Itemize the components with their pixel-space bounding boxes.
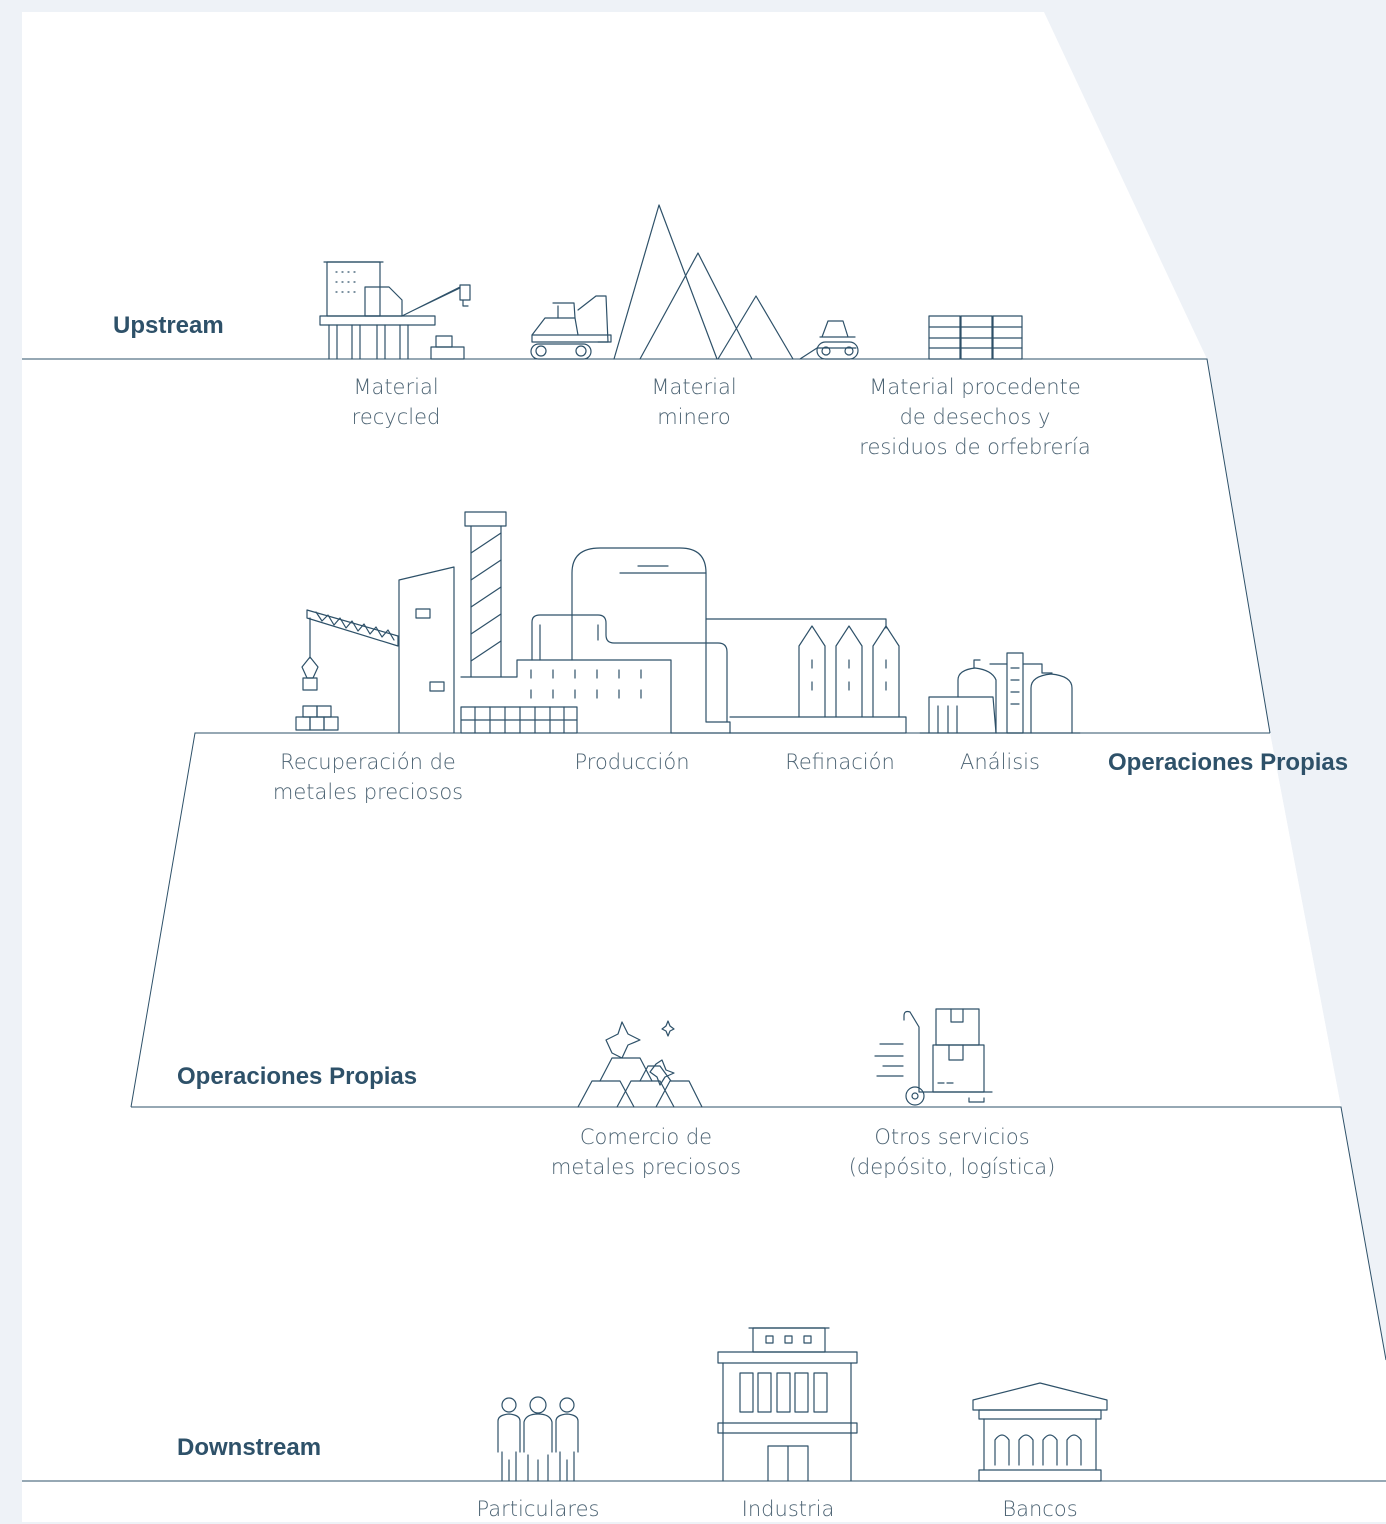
bars-stack-icon	[928, 315, 1023, 360]
label-other-services: Otros servicios(depósito, logística)	[848, 1125, 1056, 1179]
bank-icon	[972, 1382, 1108, 1482]
industry-building-icon	[717, 1327, 858, 1482]
silo-icon	[705, 618, 907, 734]
panel-fill-ops	[131, 733, 1341, 1107]
label-industry: Industria	[741, 1497, 835, 1521]
factory-icon	[398, 511, 731, 734]
downstream-title: Downstream	[177, 1434, 322, 1461]
mining-icon	[530, 204, 859, 360]
label-individuals: Particulares	[476, 1497, 600, 1521]
own-operations-title-left: Operaciones Propias	[177, 1063, 418, 1090]
recycling-plant-icon	[319, 261, 471, 360]
gold-bars-icon	[577, 1020, 703, 1108]
crane-icon	[295, 609, 399, 731]
label-production: Producción	[574, 750, 690, 774]
lab-tanks-icon	[919, 652, 1081, 734]
people-icon	[497, 1396, 579, 1482]
upstream-band-line	[22, 358, 1271, 734]
services-band-line	[131, 1106, 1386, 1361]
upstream-title: Upstream	[113, 312, 224, 339]
label-refining: Refinación	[785, 750, 895, 774]
hand-truck-icon	[874, 1008, 993, 1106]
own-operations-title-right: Operaciones Propias	[1108, 749, 1349, 776]
operations-band-line	[130, 732, 1270, 1108]
label-analysis: Análisis	[960, 750, 1040, 774]
label-banks: Bancos	[1002, 1497, 1078, 1521]
